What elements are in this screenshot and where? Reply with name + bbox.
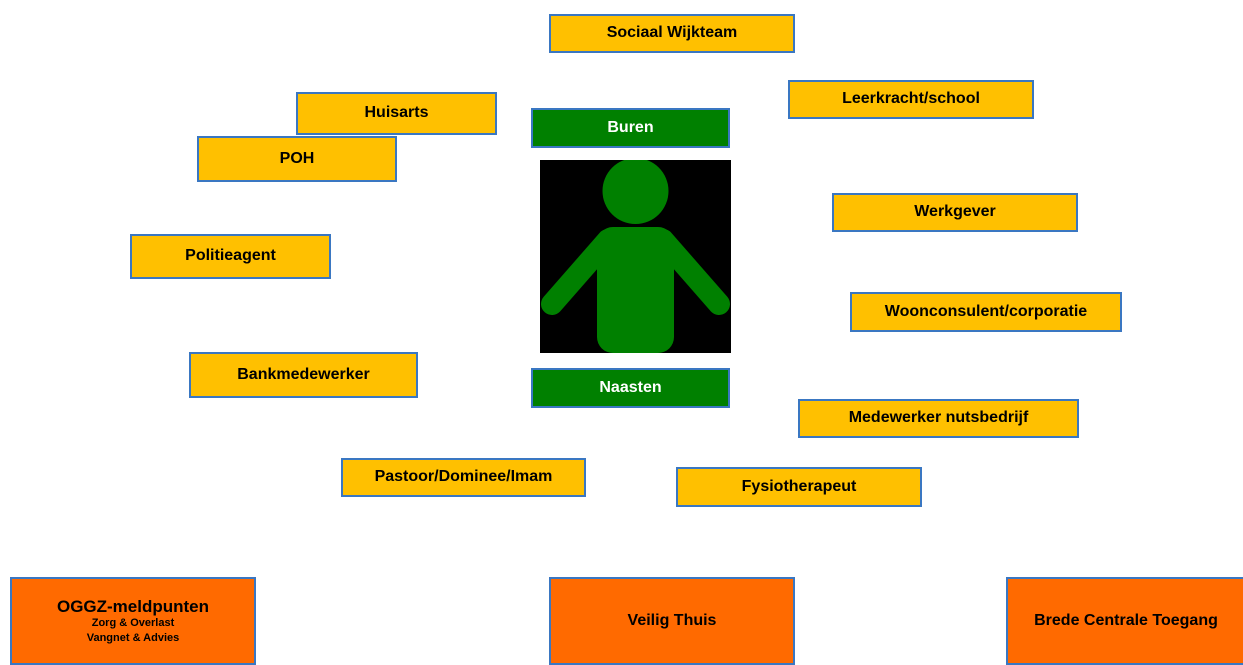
person-figure (540, 158, 731, 353)
label-woonconsulent: Woonconsulent/corporatie (884, 302, 1088, 320)
label-fysiotherapeut: Fysiotherapeut (741, 477, 857, 495)
person-head (602, 158, 669, 224)
box-medewerker-nutsbedrijf: Medewerker nutsbedrijf (798, 399, 1079, 438)
label-sociaal-wijkteam: Sociaal Wijkteam (606, 24, 738, 42)
label-naasten: Naasten (599, 378, 662, 396)
box-werkgever: Werkgever (832, 193, 1078, 232)
box-bankmedewerker: Bankmedewerker (189, 352, 418, 398)
label-brede-centrale-toegang: Brede Centrale Toegang (1034, 611, 1218, 629)
box-woonconsulent: Woonconsulent/corporatie (850, 292, 1122, 332)
label-politieagent: Politieagent (185, 247, 276, 265)
label-huisarts: Huisarts (364, 104, 429, 122)
person-left-arm (541, 229, 619, 315)
person-icon (541, 158, 730, 353)
box-huisarts: Huisarts (296, 92, 497, 135)
box-poh: POH (197, 136, 397, 182)
box-leerkracht-school: Leerkracht/school (788, 80, 1034, 119)
label-oggz-title: OGGZ-meldpunten (56, 596, 210, 616)
box-sociaal-wijkteam: Sociaal Wijkteam (549, 14, 795, 53)
label-oggz-line2: Vangnet & Advies (86, 631, 180, 644)
label-bankmedewerker: Bankmedewerker (237, 365, 370, 383)
box-buren: Buren (531, 108, 730, 148)
label-medewerker-nutsbedrijf: Medewerker nutsbedrijf (848, 409, 1029, 427)
box-fysiotherapeut: Fysiotherapeut (676, 467, 922, 507)
box-pastoor-dominee-imam: Pastoor/Dominee/Imam (341, 458, 586, 497)
box-oggz-meldpunten: OGGZ-meldpunten Zorg & Overlast Vangnet … (10, 577, 256, 665)
label-oggz-line1: Zorg & Overlast (91, 617, 175, 630)
label-buren: Buren (607, 118, 654, 136)
box-politieagent: Politieagent (130, 234, 331, 279)
label-werkgever: Werkgever (914, 203, 996, 221)
label-leerkracht-school: Leerkracht/school (842, 90, 980, 108)
person-right-arm (652, 229, 730, 315)
label-veilig-thuis: Veilig Thuis (627, 611, 717, 629)
box-naasten: Naasten (531, 368, 730, 408)
person-torso (597, 227, 674, 353)
box-brede-centrale-toegang: Brede Centrale Toegang (1006, 577, 1243, 665)
label-pastoor-dominee-imam: Pastoor/Dominee/Imam (374, 468, 553, 486)
box-veilig-thuis: Veilig Thuis (549, 577, 795, 665)
label-poh: POH (279, 149, 315, 167)
